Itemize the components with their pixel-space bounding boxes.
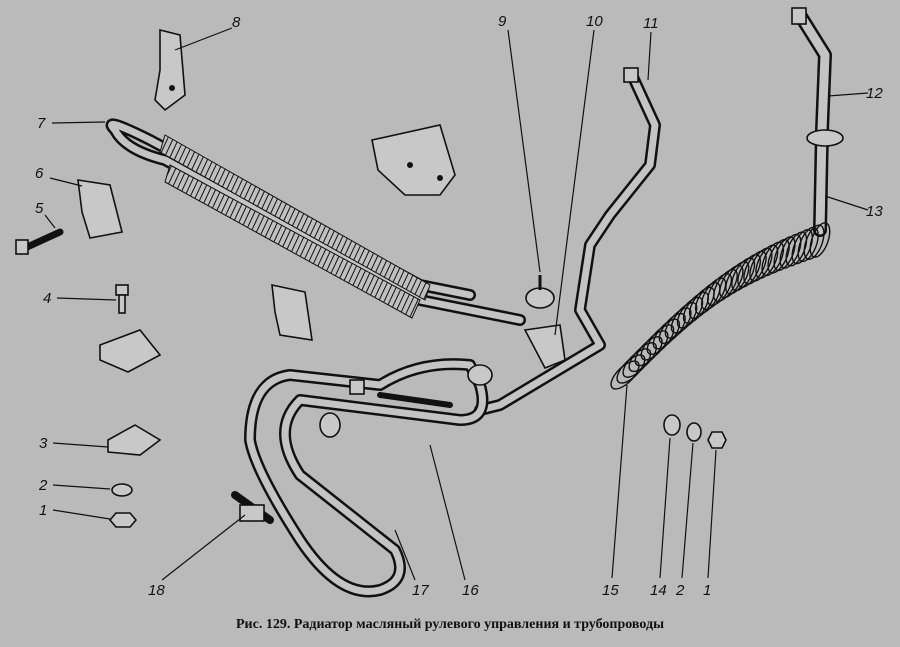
label-11: 11 (643, 15, 659, 32)
label-12: 12 (866, 85, 883, 102)
coil-ring (610, 360, 640, 390)
clamp-6 (77, 179, 123, 239)
label-2: 2 (38, 477, 48, 494)
plate-3 (107, 424, 162, 456)
coil-ring (628, 342, 657, 373)
coil-ring (797, 226, 819, 263)
coil-ring (791, 229, 814, 265)
label-3: 3 (39, 435, 48, 452)
label-2-right: 2 (675, 582, 685, 599)
pipe-12-13 (791, 7, 844, 237)
washer-2-right (686, 422, 702, 442)
label-13: 13 (866, 203, 883, 220)
coil-ring (682, 291, 709, 324)
bolt-5 (15, 228, 64, 255)
label-9: 9 (498, 13, 507, 30)
bracket-8 (154, 28, 186, 112)
label-6: 6 (35, 165, 44, 182)
label-1-right: 1 (703, 582, 711, 599)
label-18: 18 (148, 582, 165, 599)
nut-1 (108, 512, 138, 528)
leader-lines (44, 27, 869, 581)
clamp-10 (523, 324, 566, 370)
nut-1-right (707, 431, 727, 449)
coil-ring (713, 268, 738, 303)
coil-ring (634, 336, 663, 367)
plate (99, 329, 162, 373)
coil-ring (622, 348, 652, 378)
hose-16-17 (244, 358, 493, 598)
clamp-9 (525, 275, 555, 309)
coil-ring (809, 222, 831, 258)
label-4: 4 (43, 290, 51, 307)
cooling-coil-15 (610, 222, 831, 390)
oil-radiator (105, 118, 526, 326)
coil-ring (785, 231, 808, 267)
label-10: 10 (586, 13, 603, 30)
coil-ring (688, 286, 715, 320)
clamp-center (271, 283, 313, 341)
coil-ring (779, 233, 802, 269)
label-5: 5 (35, 200, 44, 217)
label-15: 15 (602, 582, 619, 599)
coil-ring (616, 354, 646, 384)
washer-2 (111, 483, 133, 497)
bolt-4 (115, 284, 129, 314)
coil-ring (719, 264, 744, 299)
hose-11 (474, 67, 661, 416)
label-7: 7 (37, 115, 46, 132)
label-14: 14 (650, 582, 667, 599)
label-8: 8 (232, 14, 241, 31)
label-16: 16 (462, 582, 479, 599)
label-1: 1 (39, 502, 47, 519)
bracket-center (371, 124, 456, 196)
coil-ring (803, 224, 825, 260)
label-17: 17 (412, 582, 429, 599)
fitting-18 (231, 491, 274, 524)
washer-14 (663, 414, 681, 436)
figure-caption: Рис. 129. Радиатор масляный рулевого упр… (235, 617, 665, 632)
